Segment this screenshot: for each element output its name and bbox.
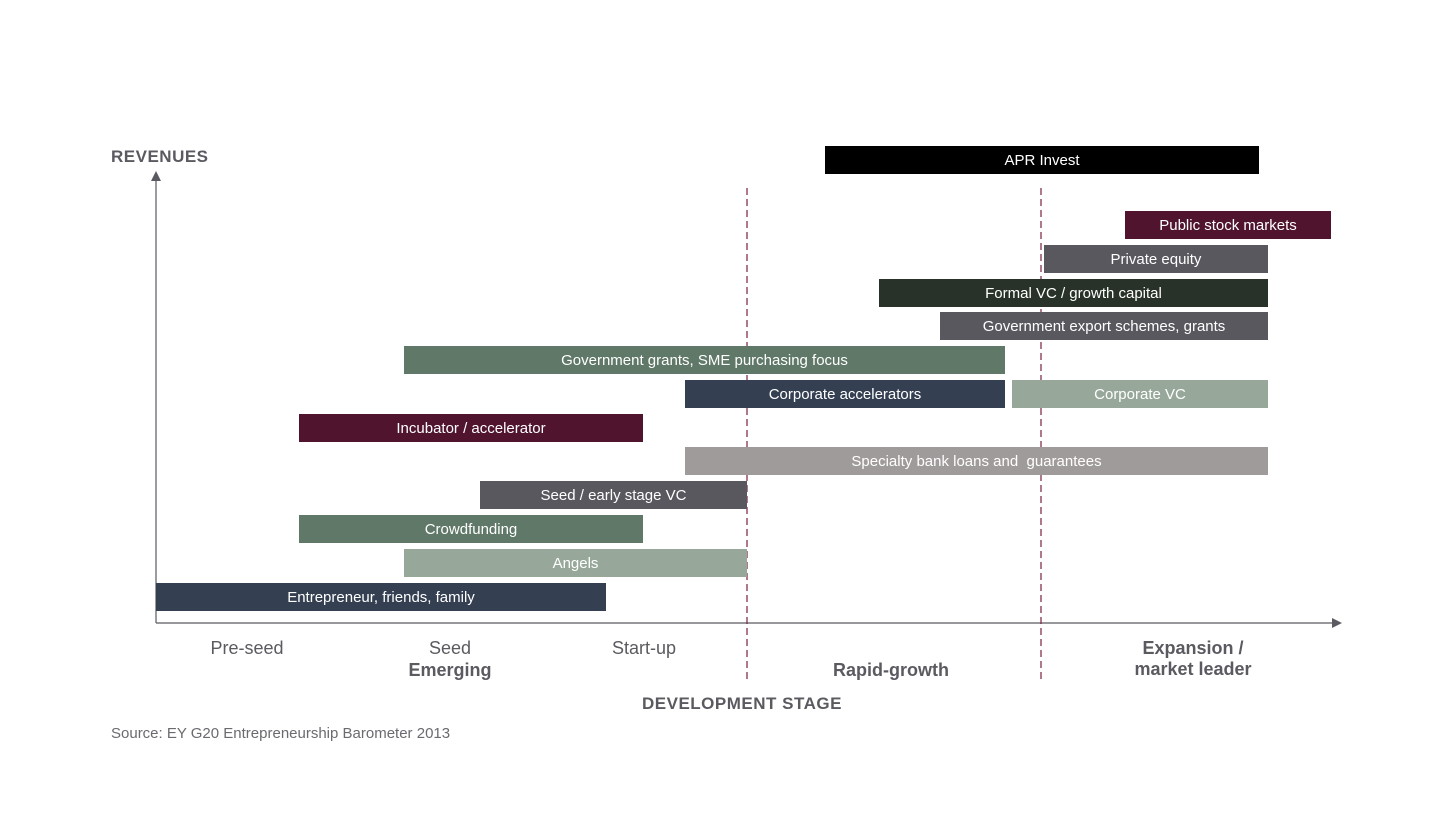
bar-crowdfunding: Crowdfunding <box>299 515 643 543</box>
stage-group-expansion: Expansion / market leader <box>1134 638 1251 680</box>
bar-gov-grants: Government grants, SME purchasing focus <box>404 346 1005 374</box>
y-axis-arrowhead <box>151 171 161 181</box>
bar-incubator: Incubator / accelerator <box>299 414 643 442</box>
bar-formal-vc: Formal VC / growth capital <box>879 279 1268 307</box>
stage-group-expansion-line2: market leader <box>1134 659 1252 679</box>
bar-public-stock-markets: Public stock markets <box>1125 211 1331 239</box>
y-axis-title: REVENUES <box>111 147 209 166</box>
x-axis-arrowhead <box>1332 618 1342 628</box>
bar-corporate-vc: Corporate VC <box>1012 380 1268 408</box>
stage-label-pre-seed: Pre-seed <box>210 638 284 658</box>
source-note: Source: EY G20 Entrepreneurship Baromete… <box>111 725 451 742</box>
bar-entrepreneur: Entrepreneur, friends, family <box>156 583 606 611</box>
stage-group-rapid-growth: Rapid-growth <box>833 660 949 680</box>
stage-group-expansion-line1: Expansion / <box>1142 638 1244 658</box>
bar-private-equity: Private equity <box>1044 245 1268 273</box>
bar-angels: Angels <box>404 549 747 577</box>
bar-seed-vc: Seed / early stage VC <box>480 481 747 509</box>
x-axis-title: DEVELOPMENT STAGE <box>642 694 842 713</box>
bar-gov-export: Government export schemes, grants <box>940 312 1268 340</box>
bar-specialty-bank: Specialty bank loans and guarantees <box>685 447 1268 475</box>
bar-corporate-accelerators: Corporate accelerators <box>685 380 1005 408</box>
bar-apr-invest: APR Invest <box>825 146 1259 174</box>
stage-label-seed: Seed <box>428 638 472 658</box>
stage-label-start-up: Start-up <box>611 638 677 658</box>
stage-group-emerging: Emerging <box>408 660 492 680</box>
